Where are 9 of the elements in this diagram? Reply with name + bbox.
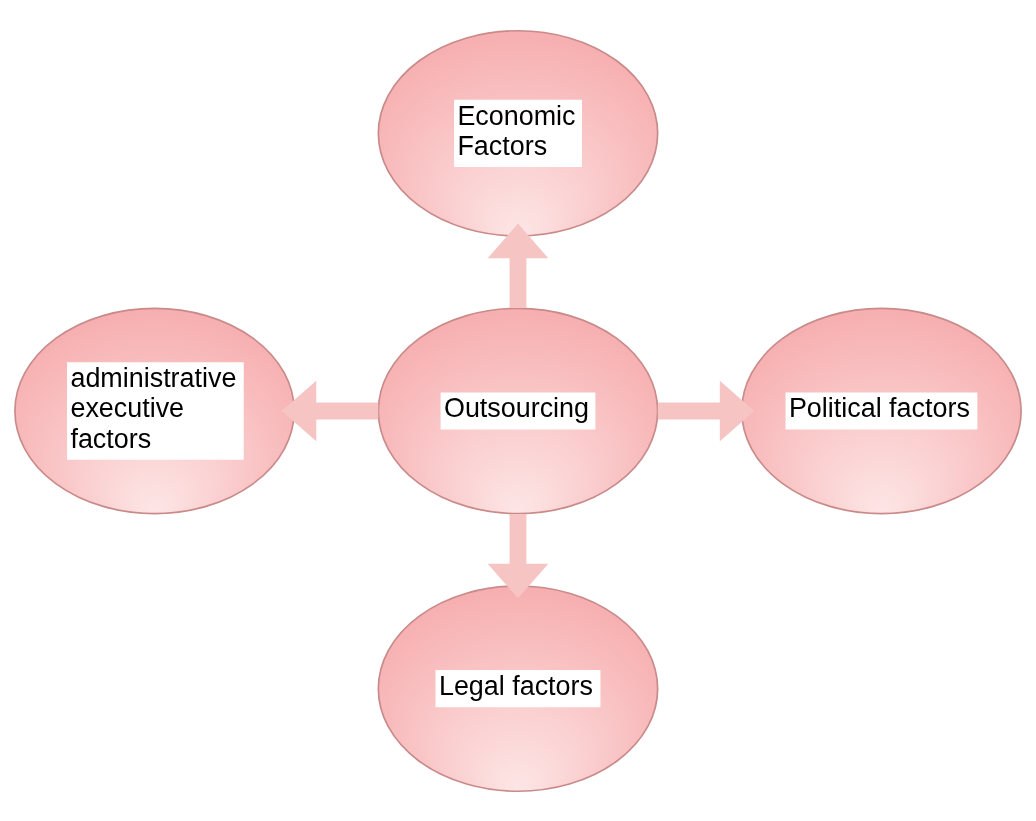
arrow: [281, 380, 379, 441]
node-ellipse: Outsourcing: [377, 307, 659, 514]
node-ellipse: Political factors: [740, 307, 1022, 514]
arrow: [657, 380, 755, 441]
node-ellipse: Legal factors: [377, 584, 659, 792]
node-ellipse: administrative executive factors: [14, 307, 296, 514]
arrow: [487, 223, 549, 308]
node-ellipse: Economic Factors: [377, 29, 659, 237]
arrow: [487, 513, 549, 598]
